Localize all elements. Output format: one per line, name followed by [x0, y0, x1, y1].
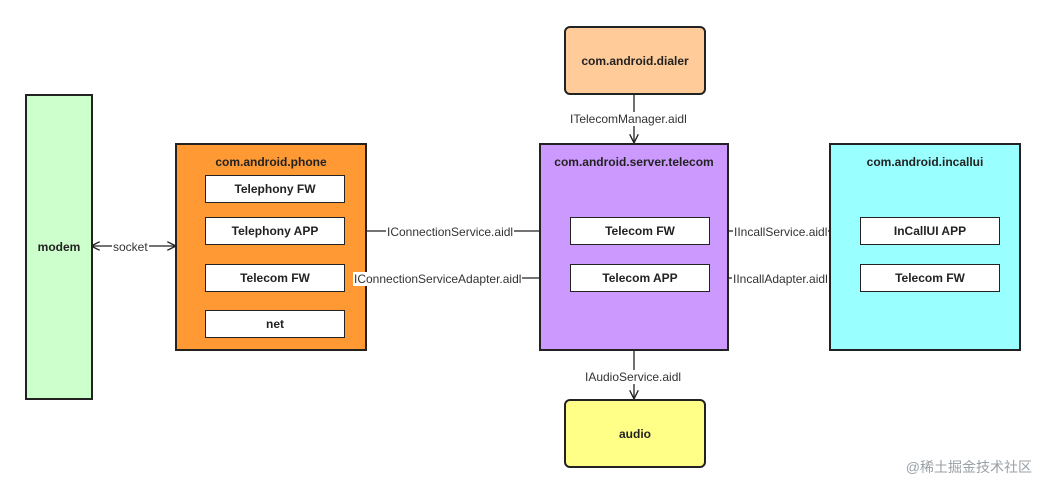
incallui-telecom-fw: Telecom FW	[860, 264, 1000, 292]
edge-label-iincallservice: IIncallService.aidl	[733, 225, 829, 239]
telecom-telecom-app: Telecom APP	[570, 264, 710, 292]
dialer-label: com.android.dialer	[581, 53, 689, 68]
edge-label-iaudioservice: IAudioService.aidl	[584, 370, 683, 384]
dialer-node: com.android.dialer	[564, 26, 706, 95]
edge-label-iconnectionserviceadapter: IConnectionServiceAdapter.aidl	[353, 272, 523, 286]
telecom-telecom-fw: Telecom FW	[570, 217, 710, 245]
watermark: @稀土掘金技术社区	[905, 459, 1032, 475]
modem-label: modem	[37, 240, 81, 254]
edge-label-itelecommanager: ITelecomManager.aidl	[569, 112, 688, 126]
edge-label-iincalladapter: IIncallAdapter.aidl	[732, 272, 829, 286]
audio-node: audio	[564, 399, 706, 468]
telecom-server-node: com.android.server.telecom	[539, 143, 729, 351]
phone-process-title: com.android.phone	[215, 155, 327, 169]
telecom-server-title: com.android.server.telecom	[554, 155, 714, 169]
phone-telecom-fw: Telecom FW	[205, 264, 345, 292]
incallui-app: InCallUI APP	[860, 217, 1000, 245]
phone-telephony-fw: Telephony FW	[205, 175, 345, 203]
audio-label: audio	[619, 426, 651, 441]
edge-label-iconnectionservice: IConnectionService.aidl	[386, 225, 515, 239]
edge-label-socket: socket	[112, 240, 149, 254]
phone-telephony-app: Telephony APP	[205, 217, 345, 245]
phone-net: net	[205, 310, 345, 338]
modem-node: modem	[25, 94, 93, 400]
incallui-title: com.android.incallui	[866, 155, 984, 169]
incallui-node: com.android.incallui	[829, 143, 1021, 351]
